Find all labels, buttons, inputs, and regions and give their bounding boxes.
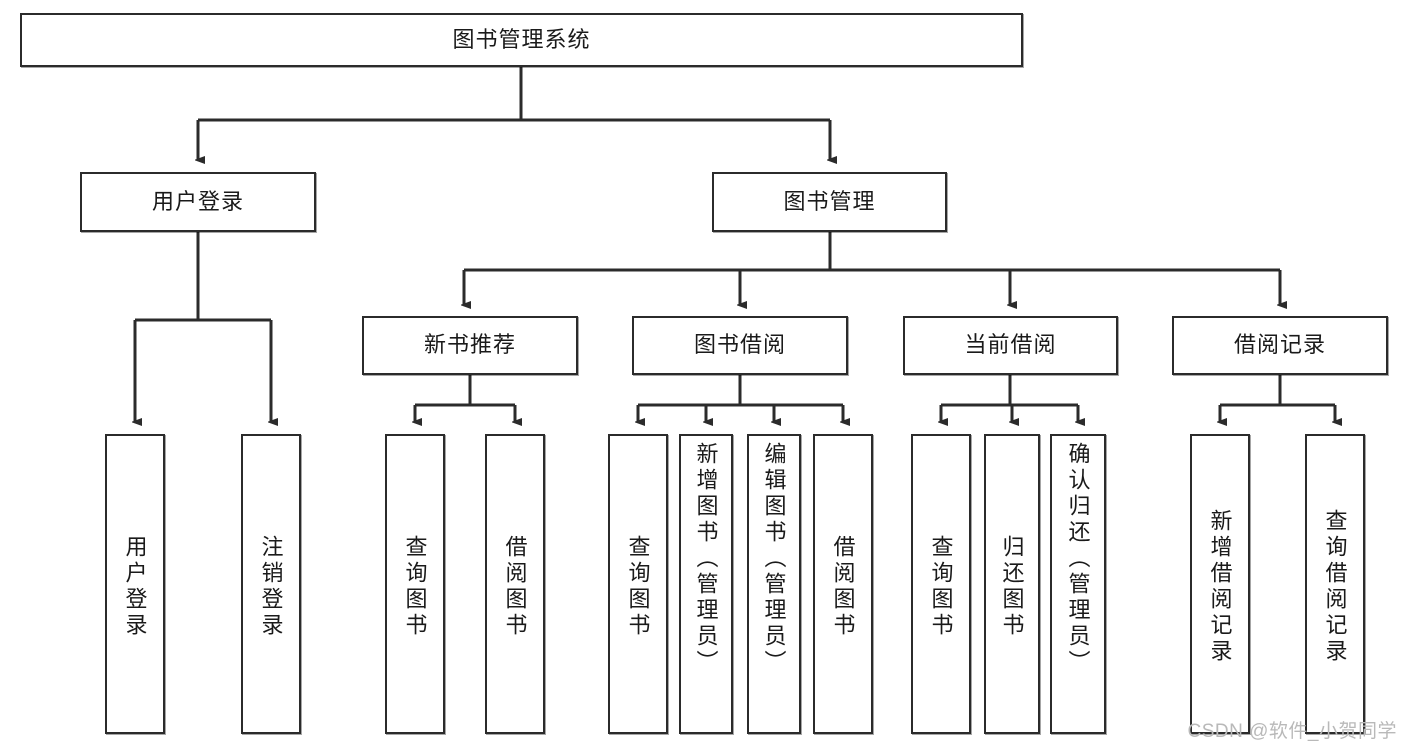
node-leaf-add-borrow-record[interactable]: 新增借阅记录 [1190,434,1250,734]
node-label: 确认归还（管理员） [1065,442,1091,676]
node-label: 查询图书 [625,535,651,639]
node-leaf-edit-book-admin[interactable]: 编辑图书（管理员） [747,434,801,734]
node-leaf-user-login[interactable]: 用户登录 [105,434,165,734]
node-label: 图书借阅 [693,332,786,358]
node-label: 注销登录 [258,535,284,639]
node-label: 图书管理系统 [452,26,591,52]
node-label: 图书管理 [783,188,876,214]
node-leaf-logout[interactable]: 注销登录 [241,434,301,734]
node-leaf-query-book-borrow[interactable]: 查询图书 [608,434,668,734]
node-leaf-add-book-admin[interactable]: 新增图书（管理员） [679,434,733,734]
node-leaf-borrow-book-recommend[interactable]: 借阅图书 [485,434,545,734]
node-current-borrow[interactable]: 当前借阅 [903,316,1118,375]
node-label: 当前借阅 [964,332,1057,358]
node-leaf-query-book-current[interactable]: 查询图书 [911,434,971,734]
node-label: 借阅图书 [502,535,528,639]
node-label: 用户登录 [151,188,244,214]
node-borrow-record[interactable]: 借阅记录 [1172,316,1388,375]
node-label: 新增借阅记录 [1207,509,1233,665]
node-label: 用户登录 [122,535,148,639]
node-label: 查询图书 [402,535,428,639]
node-label: 借阅图书 [830,535,856,639]
node-book-manage[interactable]: 图书管理 [712,172,947,232]
node-user-login[interactable]: 用户登录 [80,172,316,232]
node-leaf-query-borrow-record[interactable]: 查询借阅记录 [1305,434,1365,734]
node-leaf-confirm-return-admin[interactable]: 确认归还（管理员） [1050,434,1106,734]
node-label: 借阅记录 [1233,332,1326,358]
node-label: 查询图书 [928,535,954,639]
node-root-system[interactable]: 图书管理系统 [20,13,1023,67]
node-label: 查询借阅记录 [1322,509,1348,665]
node-new-book-recommend[interactable]: 新书推荐 [362,316,578,375]
node-leaf-return-book[interactable]: 归还图书 [984,434,1040,734]
node-label: 编辑图书（管理员） [761,442,787,676]
node-leaf-query-book-recommend[interactable]: 查询图书 [385,434,445,734]
node-leaf-borrow-book-borrow[interactable]: 借阅图书 [813,434,873,734]
node-label: 新增图书（管理员） [693,442,719,676]
node-label: 新书推荐 [423,332,516,358]
node-book-borrow[interactable]: 图书借阅 [632,316,848,375]
node-label: 归还图书 [999,535,1025,639]
